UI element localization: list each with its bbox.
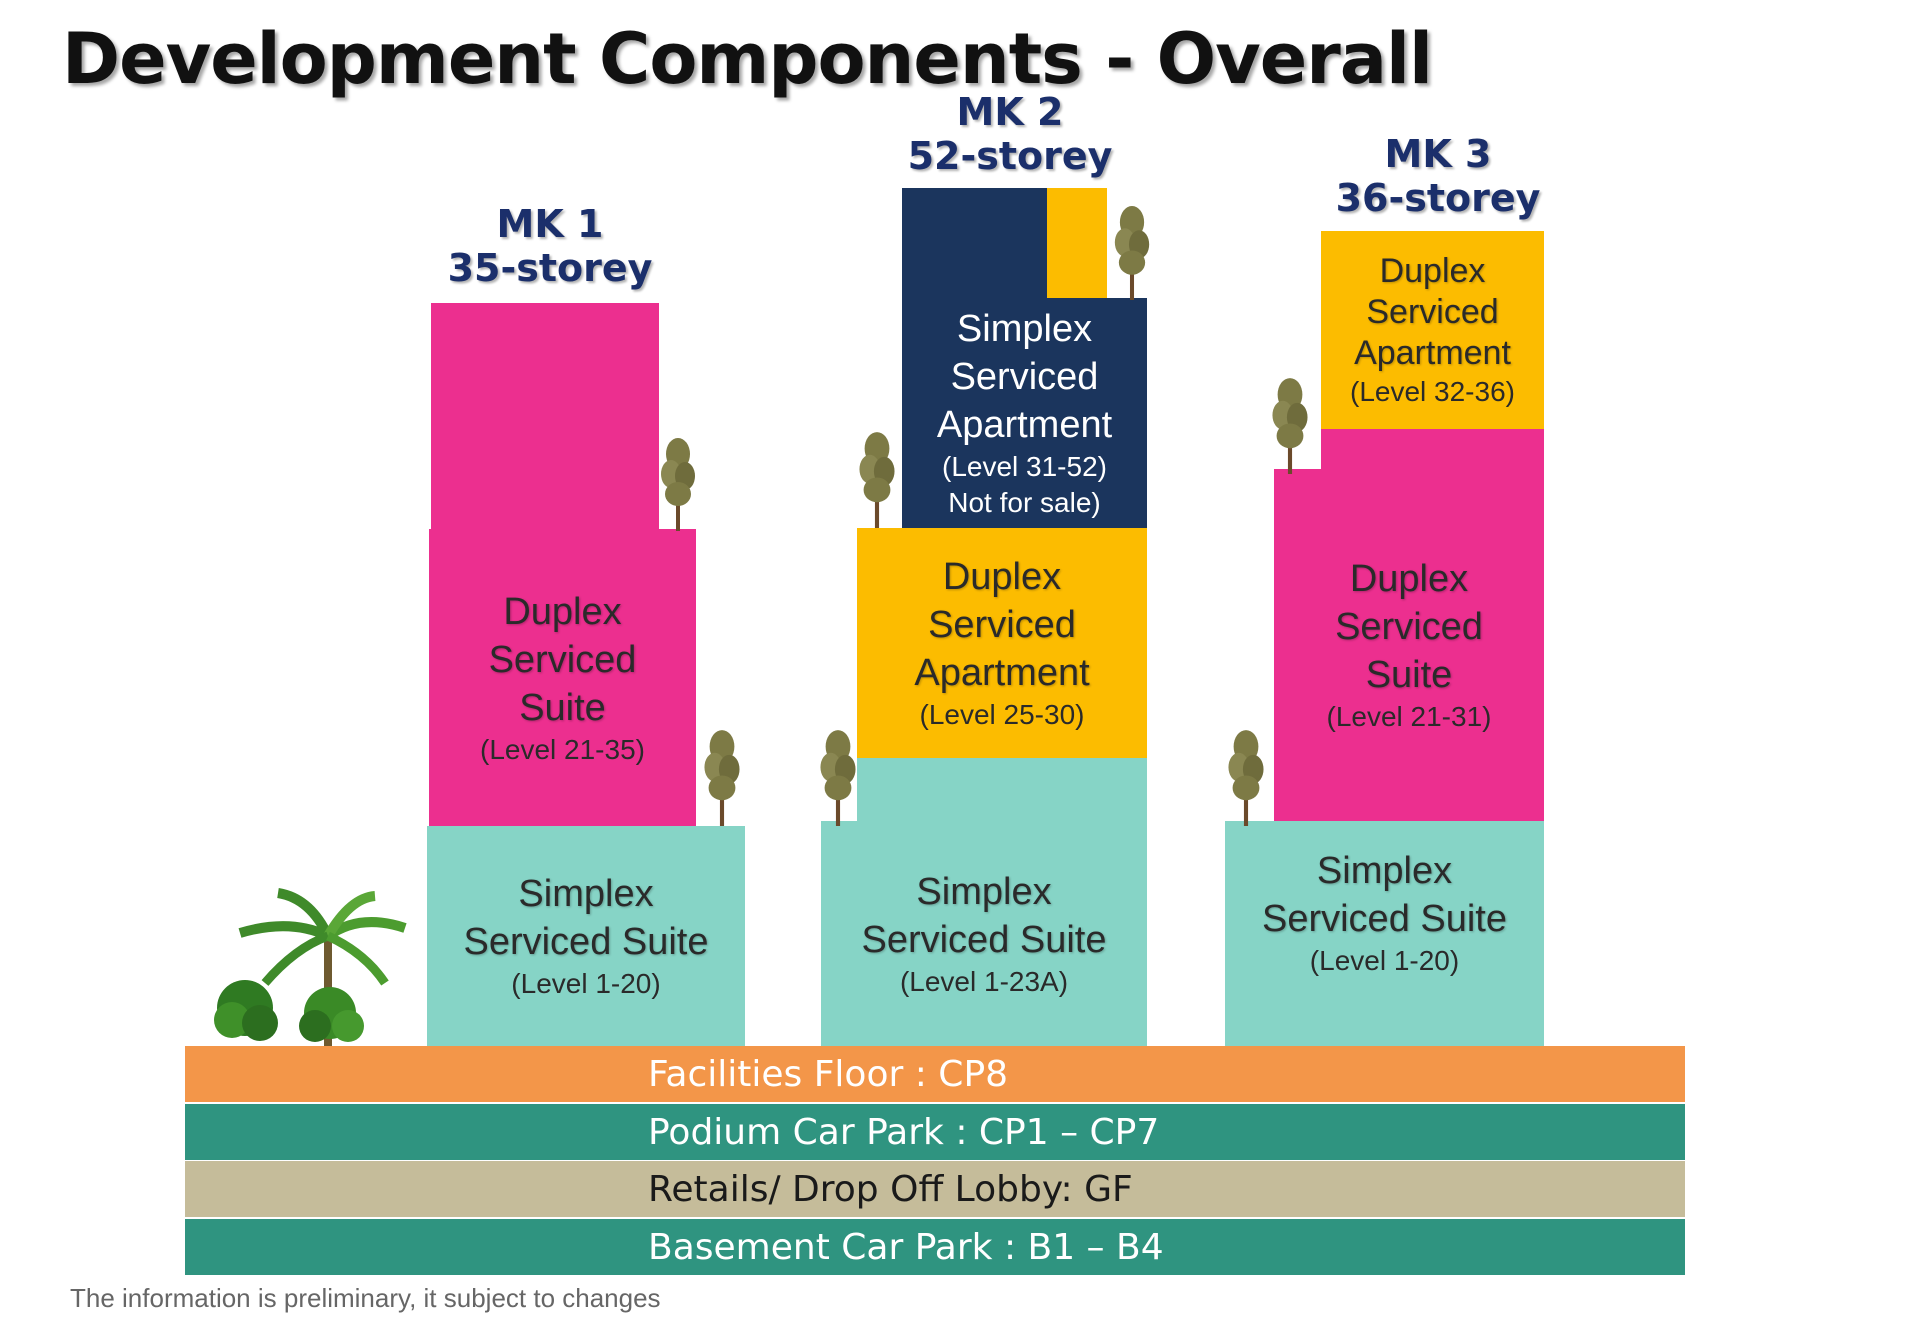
mk1-simplex-suite-block: Simplex Serviced Suite (Level 1-20) [427, 826, 745, 1046]
tree-icon [1114, 206, 1150, 300]
tree-icon [820, 730, 856, 826]
mk1-heading: MK 1 35-storey [430, 202, 670, 290]
mk1-duplex-levels: (Level 21-35) [480, 734, 645, 765]
mk1-duplex-line2: Serviced [488, 639, 637, 681]
mk3-middle-line3: Suite [1365, 654, 1453, 696]
mk3-top-line1: Duplex [1379, 251, 1486, 290]
mk2-simplex-line2: Serviced Suite [861, 918, 1107, 961]
tree-icon [1228, 730, 1264, 826]
mk2-top-line2: Serviced [950, 356, 1099, 398]
footnote: The information is preliminary, it subje… [70, 1283, 661, 1313]
mk2-middle-line1: Duplex [942, 556, 1062, 598]
basement-car-park-label: Basement Car Park : B1 – B4 [648, 1226, 1164, 1268]
podium-car-park-label: Podium Car Park : CP1 – CP7 [648, 1111, 1160, 1153]
tree-icon [1272, 378, 1308, 474]
mk3-pink-upper [1321, 429, 1544, 469]
mk3-middle-levels: (Level 21-31) [1326, 701, 1492, 732]
mk2-duplex-apartment-block: Duplex Serviced Apartment (Level 25-30) [857, 528, 1147, 758]
mk2-top-levels: (Level 31-52) [942, 451, 1107, 482]
mk3-simplex-line2: Serviced Suite [1261, 898, 1507, 940]
mk1-name: MK 1 [496, 202, 604, 246]
mk2-name: MK 2 [956, 90, 1064, 134]
mk3-middle-line1: Duplex [1349, 558, 1469, 600]
mk3-duplex-apartment-block: Duplex Serviced Apartment (Level 32-36) [1321, 231, 1544, 429]
basement-car-park-band: Basement Car Park : B1 – B4 [185, 1219, 1685, 1275]
mk2-crown-navy [902, 188, 1047, 308]
page-title: Development Components - Overall [62, 18, 1433, 100]
mk2-storeys: 52-storey [907, 134, 1113, 178]
mk2-top-line1: Simplex [956, 308, 1093, 350]
mk2-top-line3: Apartment [936, 404, 1113, 446]
mk1-simplex-line1: Simplex [518, 873, 654, 915]
mk3-top-line3: Apartment [1354, 333, 1511, 372]
tree-icon [704, 730, 740, 826]
retail-lobby-label: Retails/ Drop Off Lobby: GF [648, 1168, 1133, 1210]
facilities-floor-band: Facilities Floor : CP8 [185, 1046, 1685, 1102]
mk3-duplex-suite-block: Duplex Serviced Suite (Level 21-31) [1274, 469, 1544, 821]
mk2-teal-upper [857, 758, 1147, 823]
podium-car-park-band: Podium Car Park : CP1 – CP7 [185, 1104, 1685, 1160]
mk1-upper-tower [431, 303, 659, 533]
mk3-simplex-suite-block: Simplex Serviced Suite (Level 1-20) [1225, 821, 1544, 1046]
mk3-storeys: 36-storey [1335, 176, 1541, 220]
mk3-simplex-levels: (Level 1-20) [1309, 945, 1460, 976]
mk2-crown-gold [1047, 188, 1107, 298]
mk3-top-levels: (Level 32-36) [1350, 375, 1515, 407]
retail-lobby-band: Retails/ Drop Off Lobby: GF [185, 1161, 1685, 1217]
mk3-name: MK 3 [1384, 132, 1492, 176]
mk1-simplex-levels: (Level 1-20) [511, 968, 661, 999]
mk2-top-note: Not for sale) [948, 487, 1101, 518]
mk1-duplex-line3: Suite [519, 687, 606, 729]
mk3-heading: MK 3 36-storey [1318, 132, 1558, 220]
mk3-top-line2: Serviced [1366, 292, 1499, 331]
mk2-simplex-levels: (Level 1-23A) [899, 965, 1069, 997]
mk1-storeys: 35-storey [447, 246, 653, 290]
tree-icon [661, 438, 695, 531]
tree-icon [859, 432, 895, 528]
mk1-simplex-line2: Serviced Suite [463, 921, 709, 963]
mk2-middle-levels: (Level 25-30) [919, 699, 1085, 730]
palm-tree-icon [214, 888, 407, 1048]
mk2-heading: MK 2 52-storey [890, 90, 1130, 178]
mk1-duplex-suite-block: Duplex Serviced Suite (Level 21-35) [429, 529, 696, 827]
facilities-floor-label: Facilities Floor : CP8 [648, 1053, 1009, 1095]
mk2-middle-line2: Serviced [928, 604, 1076, 646]
mk3-simplex-line1: Simplex [1316, 850, 1453, 892]
mk2-middle-line3: Apartment [914, 652, 1090, 694]
mk1-duplex-line1: Duplex [503, 591, 622, 633]
mk3-middle-line2: Serviced [1335, 606, 1483, 648]
mk2-simplex-apartment-block: Simplex Serviced Apartment (Level 31-52)… [902, 298, 1147, 528]
mk2-simplex-line1: Simplex [916, 870, 1052, 913]
mk2-simplex-suite-block: Simplex Serviced Suite (Level 1-23A) [821, 821, 1147, 1046]
